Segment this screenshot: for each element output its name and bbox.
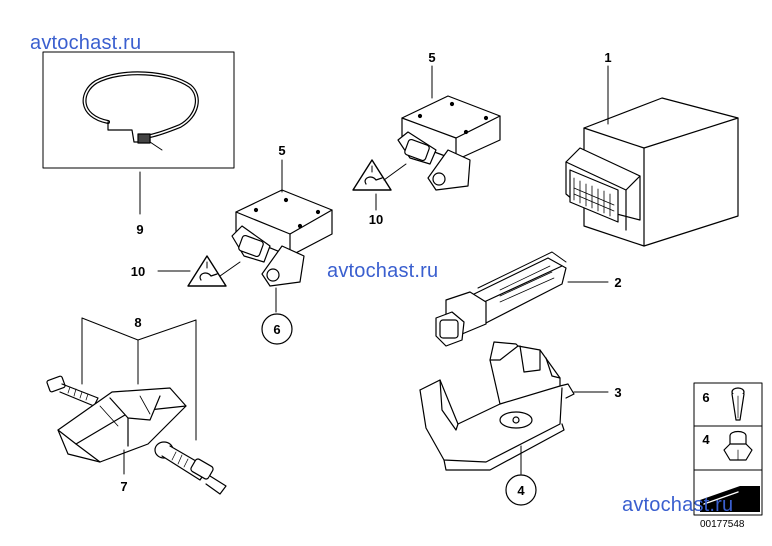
part-1-control-unit	[565, 97, 739, 247]
part-5-module-lower	[231, 189, 333, 287]
warning-label-icon	[352, 159, 392, 191]
clip-icon	[731, 387, 745, 421]
part-valve-stem	[154, 441, 227, 495]
warning-label-icon	[187, 255, 227, 287]
part-9-antenna-frame	[42, 51, 235, 169]
watermark-text: avtochast.ru	[327, 260, 439, 282]
callout-6-circled: 6	[261, 313, 293, 345]
callout-5-upper: 5	[428, 50, 435, 65]
legend-label-4: 4	[702, 432, 710, 447]
callout-10-lower: 10	[131, 264, 145, 279]
part-3-holder-bracket	[419, 341, 575, 471]
part-5-module-upper	[397, 95, 501, 191]
callout-2: 2	[614, 275, 621, 290]
small-parts-legend: 6 4	[693, 382, 763, 516]
catalog-number: 00177548	[700, 519, 745, 530]
callout-10-upper: 10	[369, 212, 383, 227]
part-screw	[46, 375, 99, 407]
nut-icon	[723, 430, 753, 461]
callout-3: 3	[614, 385, 621, 400]
part-2-receiver-module	[435, 251, 567, 347]
part-7-tpms-sensor	[57, 387, 187, 463]
callout-9: 9	[136, 222, 143, 237]
callout-5-lower: 5	[278, 143, 285, 158]
catalog-marker-icon	[700, 486, 760, 512]
watermark-text: avtochast.ru	[30, 32, 142, 54]
callout-7: 7	[120, 479, 127, 494]
watermark-text: avtochast.ru	[622, 494, 734, 516]
legend-label-6: 6	[702, 390, 709, 405]
callout-8: 8	[134, 315, 141, 330]
callout-6-text: 6	[273, 322, 280, 337]
callout-1: 1	[604, 50, 611, 65]
callout-4-text: 4	[517, 483, 525, 498]
callout-4-circled: 4	[505, 474, 537, 506]
